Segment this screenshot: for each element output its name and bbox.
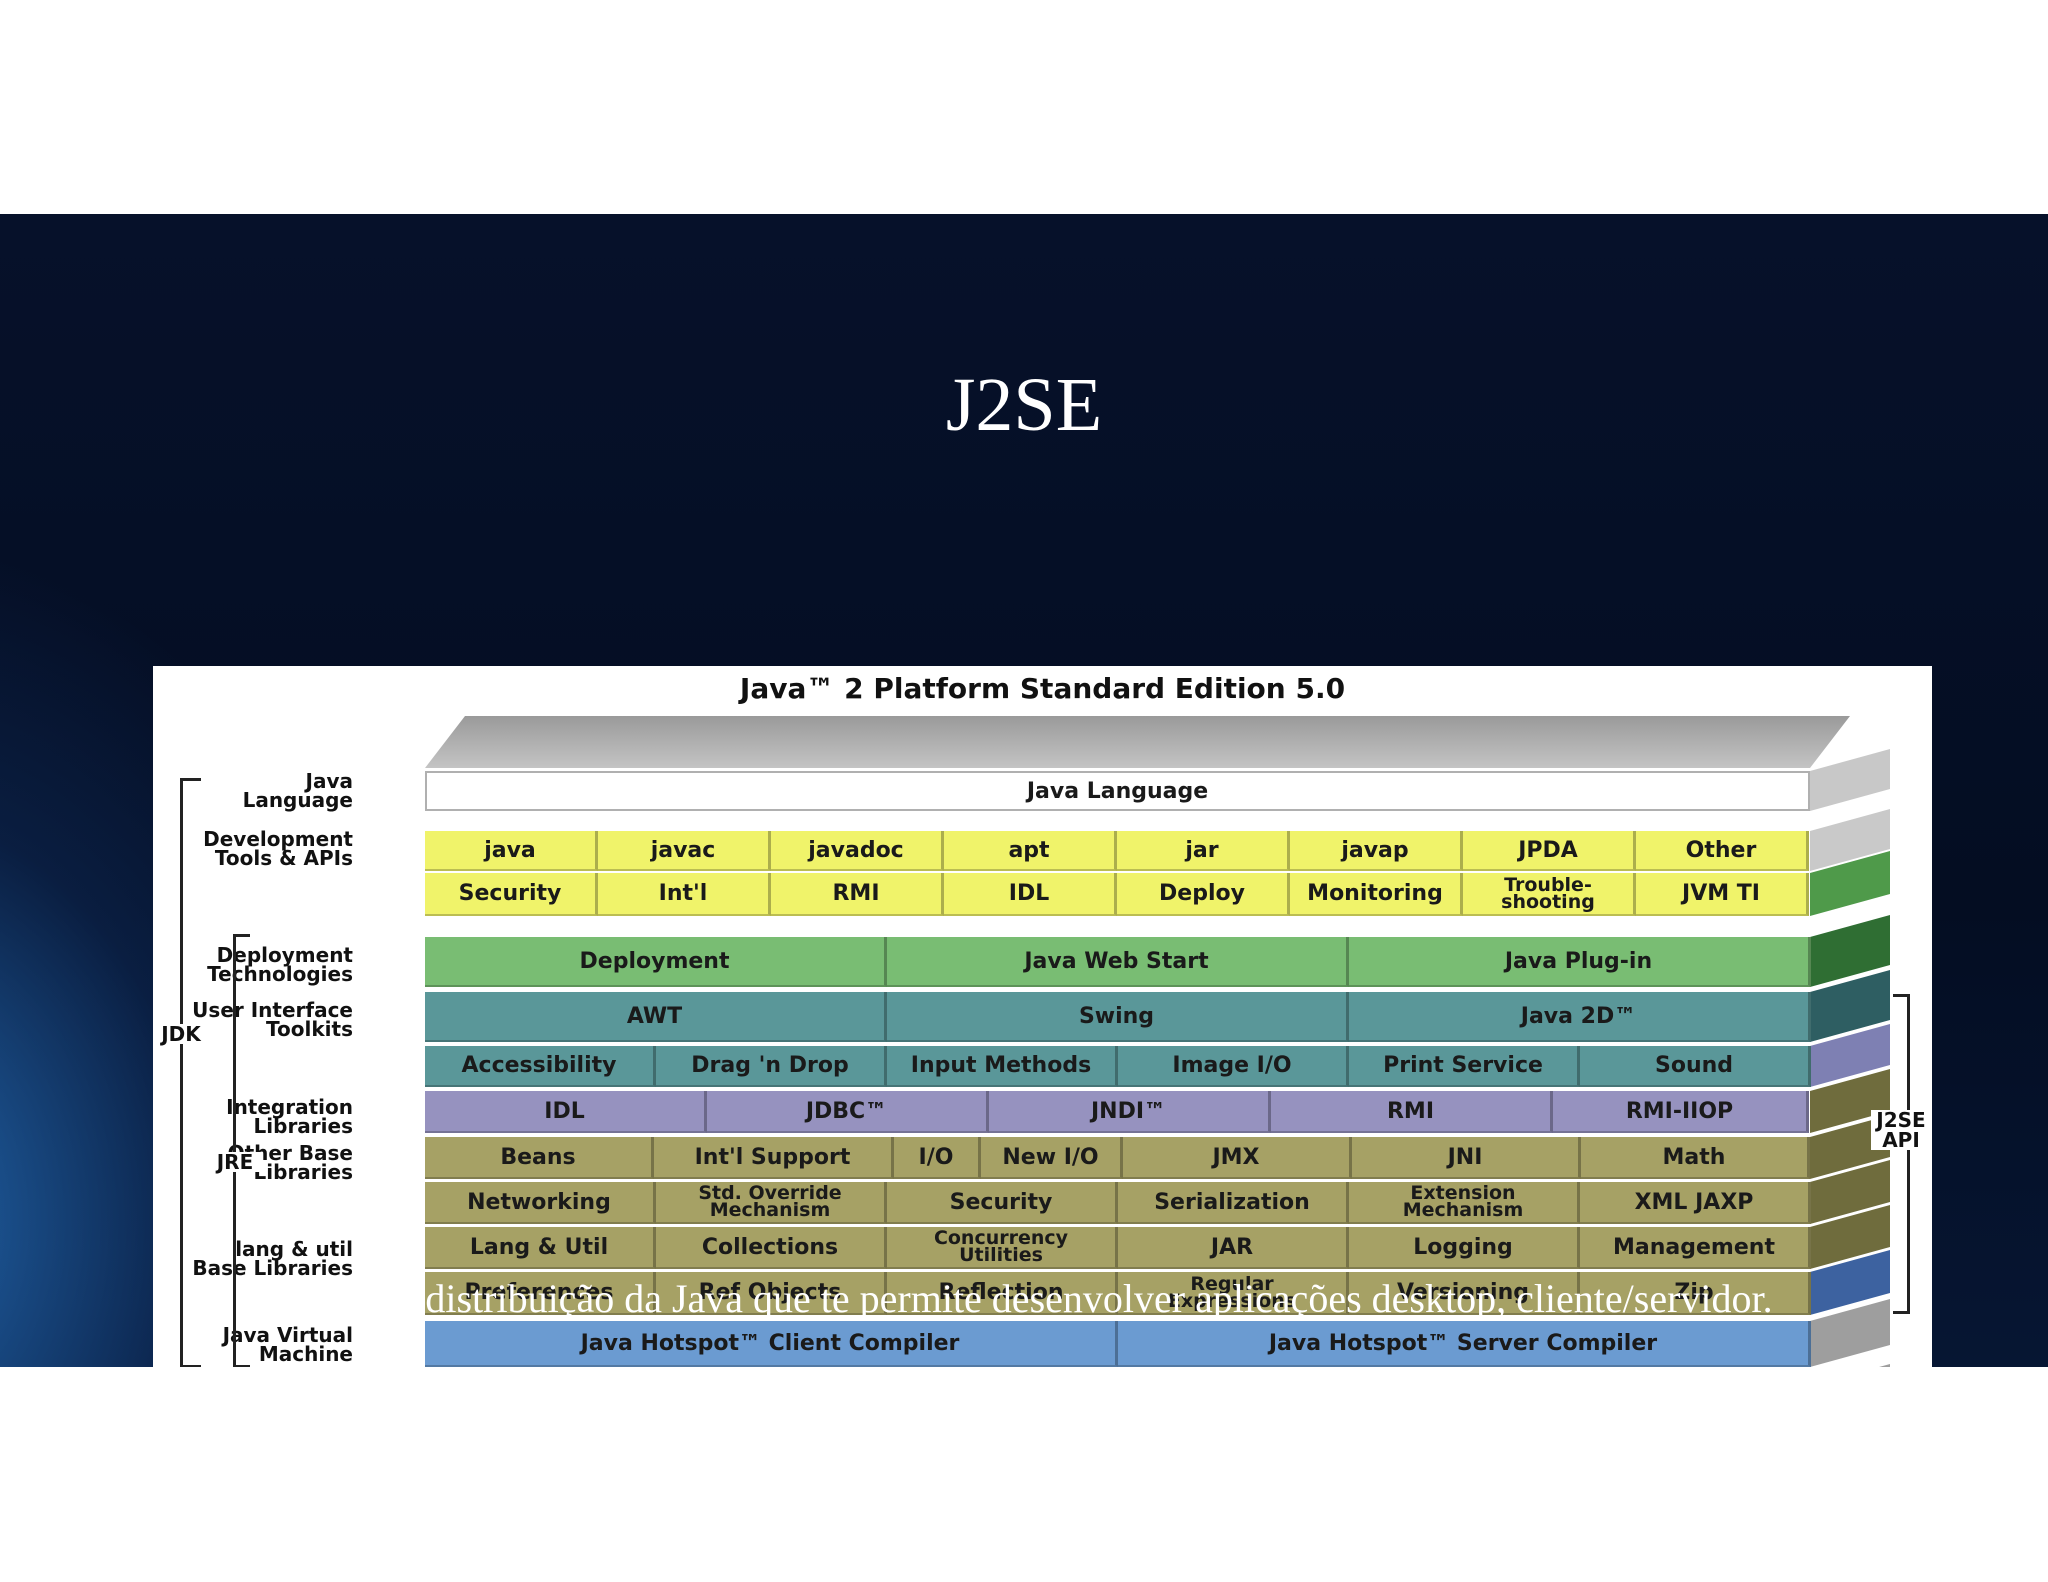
layer-cell: Java Hotspot™ Server Compiler — [1118, 1321, 1811, 1367]
layer-cell: Java Language — [425, 771, 1810, 811]
layer-cell: New I/O — [981, 1137, 1123, 1179]
layer-cell: Java Plug-in — [1349, 937, 1811, 987]
layer-cell: Trouble- shooting — [1463, 873, 1636, 916]
layer-cell: IDL — [425, 1091, 707, 1133]
layer-cell: Collections — [656, 1227, 887, 1269]
layer-cell: Sound — [1580, 1046, 1811, 1087]
row-label: Development Tools & APIs — [203, 827, 353, 870]
layer-side-face — [1810, 749, 1890, 811]
layer-cell: Java 2D™ — [1349, 992, 1811, 1042]
layer-cell: Networking — [425, 1182, 656, 1224]
diagram-title: Java™ 2 Platform Standard Edition 5.0 — [739, 672, 1346, 705]
j2se-architecture-diagram: Java™ 2 Platform Standard Edition 5.0 Ja… — [153, 666, 1932, 1367]
row-label: Integration Libraries — [226, 1095, 353, 1138]
layer-cell: Print Service — [1349, 1046, 1580, 1087]
layer-cell: IDL — [944, 873, 1117, 916]
layer-cell: javap — [1290, 831, 1463, 871]
row-label: Java Language — [242, 769, 353, 812]
layer-cell: Deploy — [1117, 873, 1290, 916]
layer-cell: RMI-IIOP — [1553, 1091, 1809, 1133]
layer-cell: Versioning — [1349, 1272, 1580, 1315]
layer-cell: Math — [1581, 1137, 1810, 1179]
layer-cell: Lang & Util — [425, 1227, 656, 1269]
j2se-api-label: J2SE API — [1871, 1110, 1931, 1150]
layer-cell: jar — [1117, 831, 1290, 871]
layer-cell: javadoc — [771, 831, 944, 871]
layer-cell: JAR — [1118, 1227, 1349, 1269]
layer-cell: Monitoring — [1290, 873, 1463, 916]
layer-cell: Regular Expressions — [1118, 1272, 1349, 1315]
layer-cell: JVM TI — [1636, 873, 1809, 916]
layer-cell: Std. Override Mechanism — [656, 1182, 887, 1224]
layer-cell: Java Web Start — [887, 937, 1349, 987]
layer-cell: JPDA — [1463, 831, 1636, 871]
layer-cell: JDBC™ — [707, 1091, 989, 1133]
stack-top-face — [425, 716, 1850, 768]
layer-cell: JNDI™ — [989, 1091, 1271, 1133]
row-label: User Interface Toolkits — [192, 998, 353, 1041]
layer-cell: Serialization — [1118, 1182, 1349, 1224]
layer-cell: Input Methods — [887, 1046, 1118, 1087]
layer-cell: Other — [1636, 831, 1809, 871]
layer-cell: Deployment — [425, 937, 887, 987]
layer-cell: Security — [425, 873, 598, 916]
slide-caption: J2SE é o distribuição da Java que te per… — [275, 1276, 1773, 1321]
j2se-api-bracket — [1893, 994, 1910, 1314]
jdk-label: JDK — [156, 1024, 206, 1044]
slide-title: J2SE — [945, 363, 1103, 447]
layer-cell: JNI — [1352, 1137, 1581, 1179]
layer-cell: Preferences — [425, 1272, 656, 1315]
layer-cell: I/O — [894, 1137, 981, 1179]
layer-cell: Reflection — [887, 1272, 1118, 1315]
layer-cell: Image I/O — [1118, 1046, 1349, 1087]
layer-cell: Beans — [425, 1137, 654, 1179]
layer-cell: AWT — [425, 992, 887, 1042]
layer-cell: Zip — [1580, 1272, 1811, 1315]
row-label: Deployment Technologies — [207, 943, 353, 986]
slide-background: J2SE Java™ 2 Platform Standard Edition 5… — [0, 214, 2048, 1367]
layer-cell: RMI — [771, 873, 944, 916]
layer-cell: Swing — [887, 992, 1349, 1042]
layer-cell: Java Hotspot™ Client Compiler — [425, 1321, 1118, 1367]
layer-cell: javac — [598, 831, 771, 871]
layer-cell: Drag 'n Drop — [656, 1046, 887, 1087]
layer-cell: Management — [1580, 1227, 1811, 1269]
layer-cell: Ref Objects — [656, 1272, 887, 1315]
layer-cell: Extension Mechanism — [1349, 1182, 1580, 1224]
layer-cell: apt — [944, 831, 1117, 871]
layer-cell: Int'l Support — [654, 1137, 894, 1179]
layer-cell: JMX — [1123, 1137, 1352, 1179]
layer-cell: Accessibility — [425, 1046, 656, 1087]
layer-cell: java — [425, 831, 598, 871]
layer-cell: Concurrency Utilities — [887, 1227, 1118, 1269]
row-label: lang & util Base Libraries — [192, 1237, 353, 1280]
layer-cell: Logging — [1349, 1227, 1580, 1269]
jre-label: JRE — [210, 1152, 260, 1172]
jre-bracket — [233, 934, 250, 1367]
layer-cell: Int'l — [598, 873, 771, 916]
layer-cell: XML JAXP — [1580, 1182, 1811, 1224]
layer-cell: RMI — [1271, 1091, 1553, 1133]
jdk-bracket — [180, 778, 201, 1367]
layer-cell: Security — [887, 1182, 1118, 1224]
layer-side-face — [1810, 1364, 1890, 1367]
